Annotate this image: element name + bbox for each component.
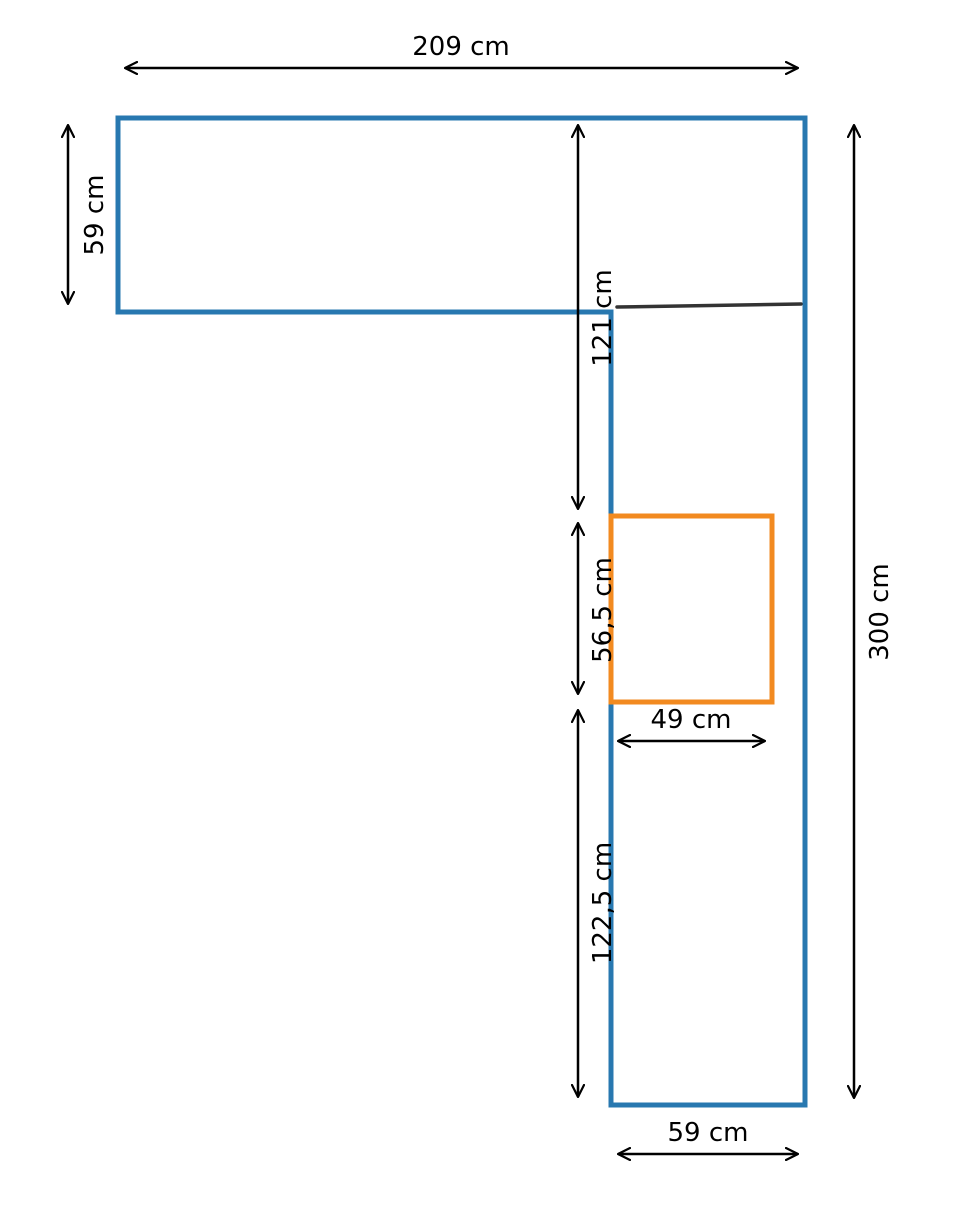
seam-line	[615, 302, 803, 309]
countertop-outline	[115, 115, 808, 1108]
label-cutout-width: 49 cm	[651, 705, 732, 735]
label-right-total: 300 cm	[865, 563, 895, 661]
label-cutout-height: 56,5 cm	[588, 557, 618, 663]
cutout-rectangle	[608, 513, 775, 705]
label-top-width: 209 cm	[412, 32, 510, 62]
label-lower-segment: 122,5 cm	[588, 842, 618, 964]
label-bottom-width: 59 cm	[668, 1118, 749, 1148]
label-upper-segment: 121 cm	[588, 269, 618, 367]
label-left-depth: 59 cm	[80, 175, 110, 256]
